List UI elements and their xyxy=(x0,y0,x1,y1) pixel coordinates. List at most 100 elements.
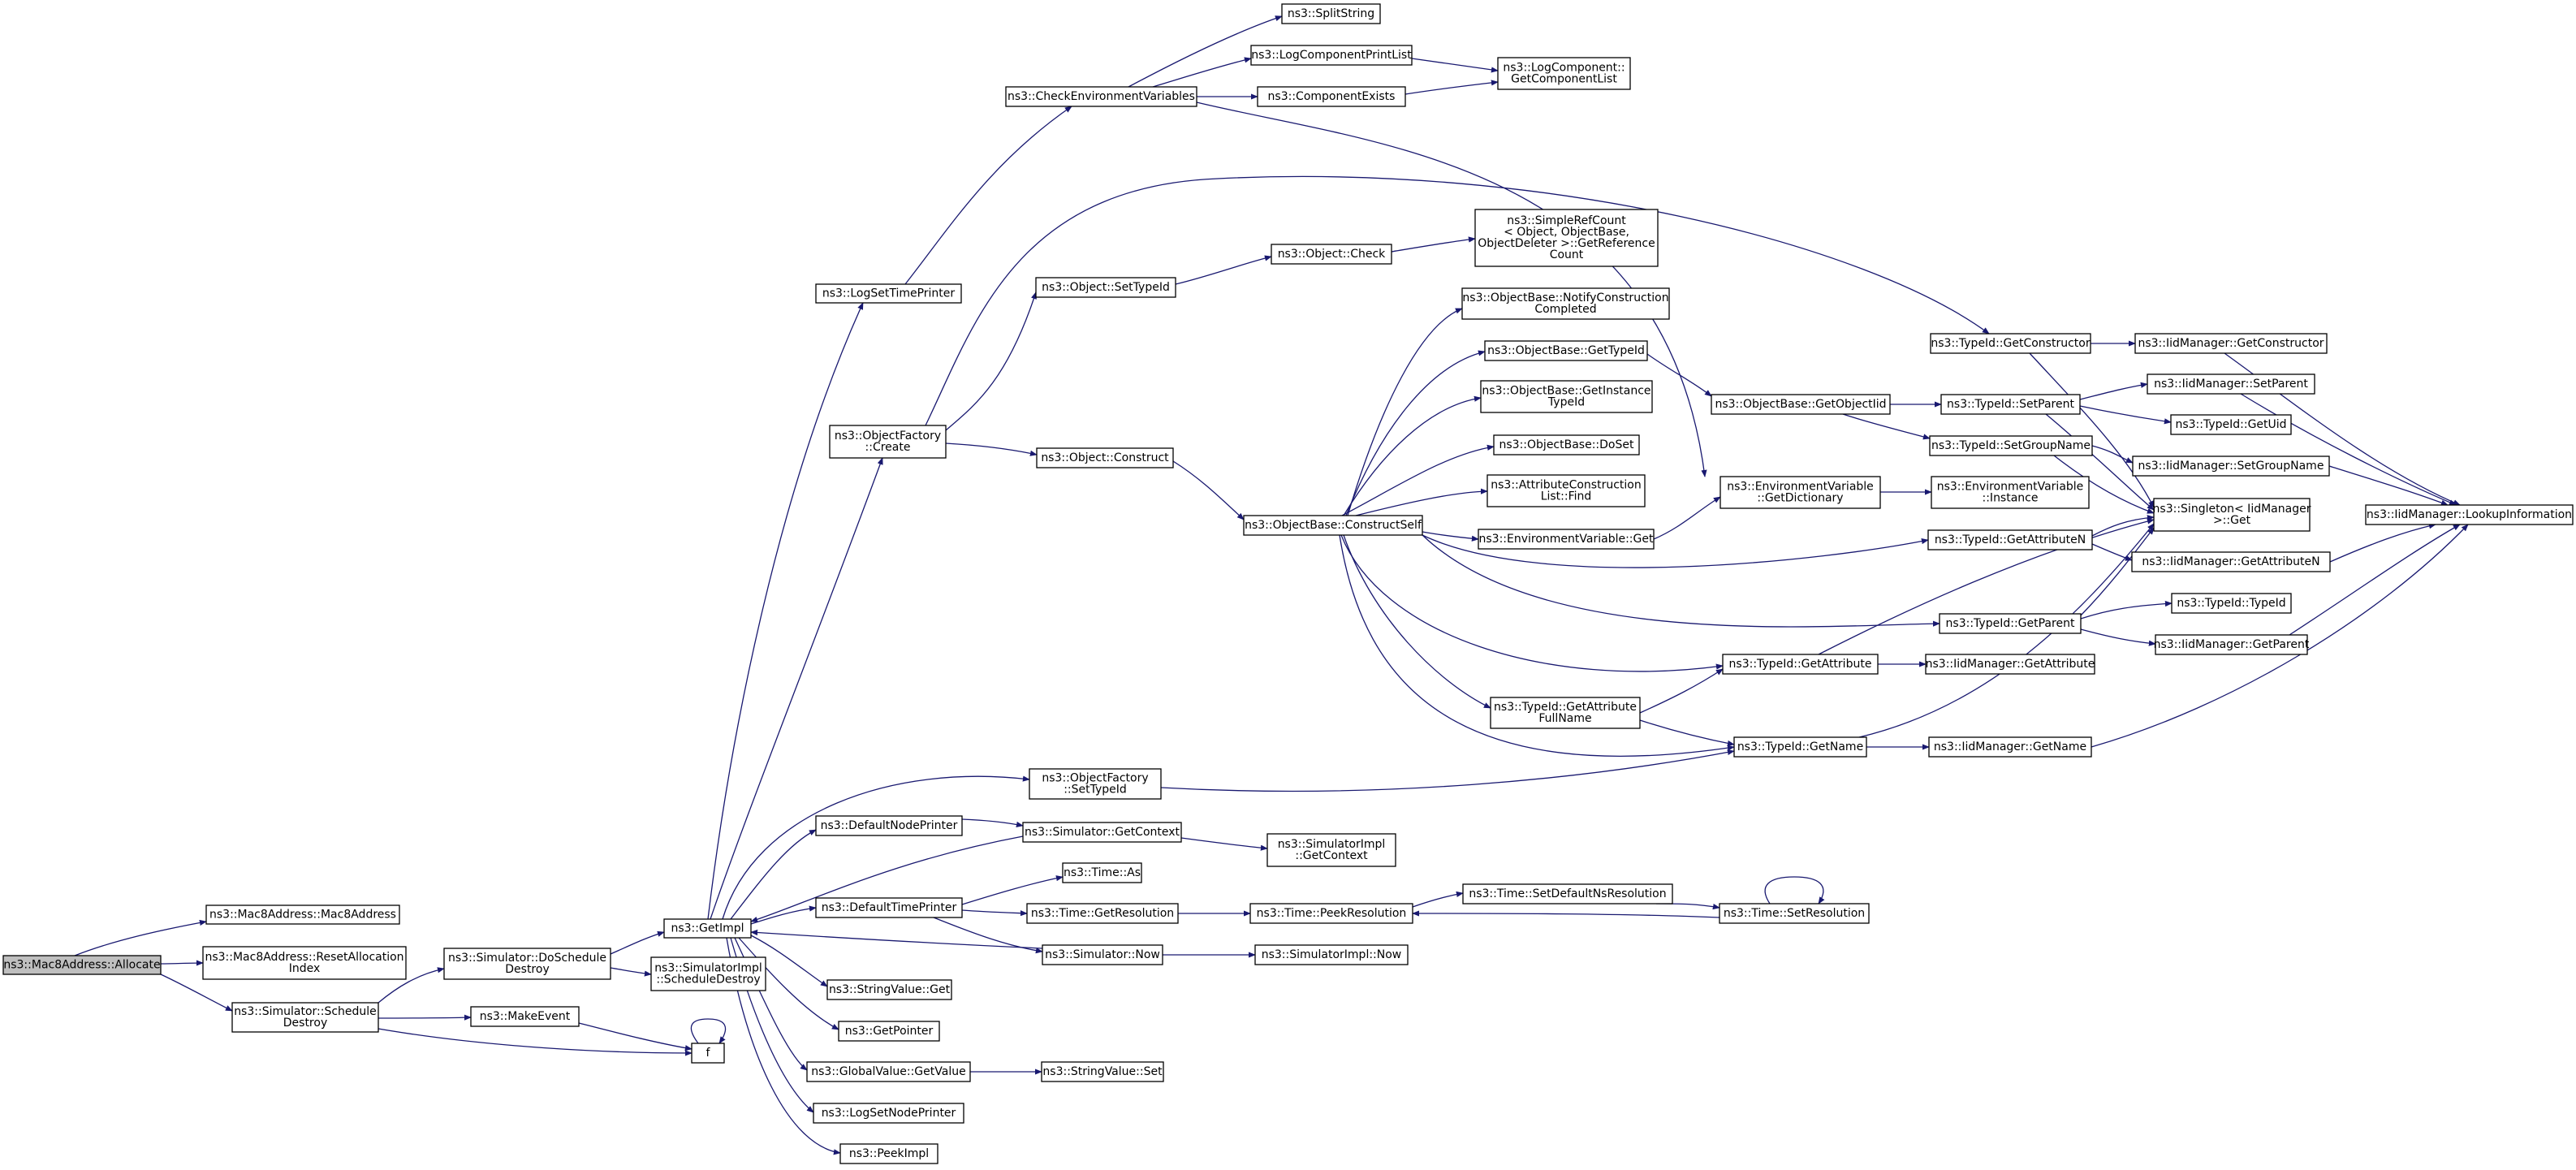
node-box xyxy=(1493,434,1640,455)
graph-node-getImpl[interactable]: ns3::GetImpl xyxy=(663,918,752,939)
graph-node-mac8ctor[interactable]: ns3::Mac8Address::Mac8Address xyxy=(205,904,400,925)
graph-node-typeIdGetParent[interactable]: ns3::TypeId::GetParent xyxy=(1939,613,2082,634)
node-label: ns3::TypeId::GetName xyxy=(1737,740,1863,753)
graph-node-stringValueSet[interactable]: ns3::StringValue::Set xyxy=(1041,1061,1164,1082)
graph-node-envVarInstance[interactable]: ns3::EnvironmentVariable::Instance xyxy=(1931,476,2090,509)
node-label: Index xyxy=(289,962,321,975)
graph-node-notifyConstruction[interactable]: ns3::ObjectBase::NotifyConstructionCompl… xyxy=(1461,287,1670,320)
node-label: ns3::PeekImpl xyxy=(849,1147,929,1160)
graph-node-iidGetParent[interactable]: ns3::IidManager::GetParent xyxy=(2154,634,2310,655)
call-edge xyxy=(1653,496,1721,540)
graph-node-simpleRefCount[interactable]: ns3::SimpleRefCount< Object, ObjectBase,… xyxy=(1474,209,1659,267)
call-edge xyxy=(160,960,204,966)
graph-node-schedDestroy[interactable]: ns3::Simulator::ScheduleDestroy xyxy=(231,1002,379,1033)
graph-node-obGetObjectIid[interactable]: ns3::ObjectBase::GetObjectIid xyxy=(1711,394,1891,415)
node-label: ns3::IidManager::SetParent xyxy=(2154,378,2308,391)
call-edge xyxy=(1412,891,1464,908)
graph-node-simNow[interactable]: ns3::Simulator::Now xyxy=(1042,944,1163,965)
node-label: Count xyxy=(1550,248,1584,261)
call-edge-line xyxy=(961,909,1028,917)
graph-node-timePeekResolution[interactable]: ns3::Time::PeekResolution xyxy=(1249,903,1413,924)
call-edge-line xyxy=(945,443,1038,456)
node-label: ns3::Time::SetResolution xyxy=(1724,907,1865,920)
graph-node-getPointer[interactable]: ns3::GetPointer xyxy=(838,1021,940,1042)
node-label: ns3::Object::Check xyxy=(1278,248,1386,261)
graph-node-objFactorySetTypeId[interactable]: ns3::ObjectFactory::SetTypeId xyxy=(1029,768,1162,800)
graph-node-singletonGet[interactable]: ns3::Singleton< IidManager>::Get xyxy=(2153,498,2311,532)
graph-node-globalValueGetValue[interactable]: ns3::GlobalValue::GetValue xyxy=(806,1061,971,1082)
graph-node-typeIdGetAttrN[interactable]: ns3::TypeId::GetAttributeN xyxy=(1927,529,2093,550)
call-edge-line xyxy=(1842,413,1931,440)
graph-node-envVarGet[interactable]: ns3::EnvironmentVariable::Get xyxy=(1478,529,1655,550)
graph-node-iidGetName[interactable]: ns3::IidManager::GetName xyxy=(1928,736,2092,758)
graph-node-defaultNodePrinter[interactable]: ns3::DefaultNodePrinter xyxy=(815,815,963,836)
node-label: ns3::Time::SetDefaultNsResolution xyxy=(1469,887,1666,900)
node-label: Destroy xyxy=(505,963,549,976)
call-edge xyxy=(2091,543,2133,561)
graph-node-typeIdGetUid[interactable]: ns3::TypeId::GetUid xyxy=(2170,414,2292,435)
graph-node-logSetNodePrinter[interactable]: ns3::LogSetNodePrinter xyxy=(813,1103,964,1124)
graph-node-peekImpl[interactable]: ns3::PeekImpl xyxy=(839,1143,938,1164)
graph-node-objCheck[interactable]: ns3::Object::Check xyxy=(1271,244,1392,265)
call-edge-line xyxy=(2328,465,2449,506)
node-label: ns3::Simulator::GetContext xyxy=(1025,826,1180,839)
node-label: ns3::ObjectFactory xyxy=(1042,772,1148,785)
call-edge-line xyxy=(933,917,1043,954)
graph-node-f[interactable]: f xyxy=(691,1043,725,1064)
graph-node-iidGetConstructor[interactable]: ns3::IidManager::GetConstructor xyxy=(2134,333,2328,354)
call-edge-line xyxy=(1152,57,1252,88)
graph-node-checkEnv[interactable]: ns3::CheckEnvironmentVariables xyxy=(1005,86,1197,107)
graph-node-objConstruct[interactable]: ns3::Object::Construct xyxy=(1036,447,1174,468)
graph-node-typeIdGetName[interactable]: ns3::TypeId::GetName xyxy=(1733,736,1867,758)
node-label: ns3::IidManager::GetConstructor xyxy=(2138,337,2324,350)
node-box xyxy=(1462,883,1673,904)
node-label: ns3::LogSetTimePrinter xyxy=(822,287,956,300)
graph-node-typeIdTypeId[interactable]: ns3::TypeId::TypeId xyxy=(2171,593,2292,614)
graph-node-simImplNow[interactable]: ns3::SimulatorImpl::Now xyxy=(1254,944,1409,965)
graph-node-allocate[interactable]: ns3::Mac8Address::Allocate xyxy=(2,955,162,975)
graph-node-timeSetResolution[interactable]: ns3::Time::SetResolution xyxy=(1719,903,1870,924)
graph-node-logCompGetList[interactable]: ns3::LogComponent::GetComponentList xyxy=(1497,57,1631,90)
call-edge xyxy=(578,1022,693,1051)
graph-node-makeEvent[interactable]: ns3::MakeEvent xyxy=(470,1006,580,1027)
call-edge xyxy=(2079,405,2172,425)
graph-node-timeSetDefaultNs[interactable]: ns3::Time::SetDefaultNsResolution xyxy=(1462,883,1673,904)
graph-node-iidLookupInfo[interactable]: ns3::IidManager::LookupInformation xyxy=(2365,504,2574,525)
call-edge-line xyxy=(2053,455,2155,514)
graph-node-iidGetAttributeN[interactable]: ns3::IidManager::GetAttributeN xyxy=(2131,551,2331,572)
graph-node-splitString[interactable]: ns3::SplitString xyxy=(1281,3,1381,24)
graph-node-objFactoryCreate[interactable]: ns3::ObjectFactory::Create xyxy=(829,425,947,459)
graph-node-obDoSet[interactable]: ns3::ObjectBase::DoSet xyxy=(1493,434,1640,455)
graph-node-logCompPrintList[interactable]: ns3::LogComponentPrintList xyxy=(1250,45,1413,66)
graph-node-typeIdGetAttr[interactable]: ns3::TypeId::GetAttribute xyxy=(1722,654,1879,675)
graph-node-typeIdSetGroupName[interactable]: ns3::TypeId::SetGroupName xyxy=(1929,435,2093,456)
graph-node-simImplSchedDestroy[interactable]: ns3::SimulatorImpl::ScheduleDestroy xyxy=(650,956,766,991)
graph-node-simImplGetContext[interactable]: ns3::SimulatorImpl::GetContext xyxy=(1266,833,1396,867)
graph-node-constructSelf[interactable]: ns3::ObjectBase::ConstructSelf xyxy=(1243,515,1423,536)
graph-node-logSetTimePrinter[interactable]: ns3::LogSetTimePrinter xyxy=(815,283,962,304)
call-edge xyxy=(1172,460,1245,520)
graph-node-objSetTypeId[interactable]: ns3::Object::SetTypeId xyxy=(1035,277,1176,298)
graph-node-componentExists[interactable]: ns3::ComponentExists xyxy=(1257,86,1406,107)
node-box xyxy=(2147,373,2315,395)
graph-node-simGetContext[interactable]: ns3::Simulator::GetContext xyxy=(1022,822,1182,843)
graph-node-iidGetAttribute[interactable]: ns3::IidManager::GetAttribute xyxy=(1925,654,2095,675)
graph-node-obGetTypeId[interactable]: ns3::ObjectBase::GetTypeId xyxy=(1484,340,1648,361)
graph-node-stringValueGet[interactable]: ns3::StringValue::Get xyxy=(826,979,952,1000)
graph-node-timeAs[interactable]: ns3::Time::As xyxy=(1062,862,1142,883)
graph-node-envVarGetDict[interactable]: ns3::EnvironmentVariable::GetDictionary xyxy=(1719,476,1881,509)
graph-node-typeIdSetParent[interactable]: ns3::TypeId::SetParent xyxy=(1940,394,2081,415)
node-box xyxy=(1940,394,2081,415)
graph-node-iidSetParent[interactable]: ns3::IidManager::SetParent xyxy=(2147,373,2315,395)
graph-node-iidSetGroupName[interactable]: ns3::IidManager::SetGroupName xyxy=(2132,455,2330,477)
node-box xyxy=(813,1103,964,1124)
graph-node-timeGetResolution[interactable]: ns3::Time::GetResolution xyxy=(1026,903,1179,924)
graph-node-defaultTimePrinter[interactable]: ns3::DefaultTimePrinter xyxy=(815,897,963,918)
node-box xyxy=(1474,209,1659,267)
graph-node-typeIdGetConstructor[interactable]: ns3::TypeId::GetConstructor xyxy=(1930,333,2091,354)
